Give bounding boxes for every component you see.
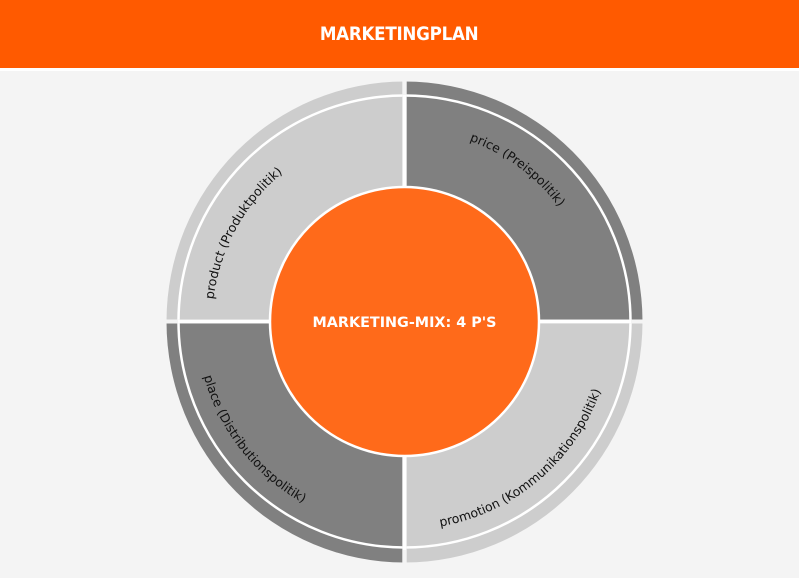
center-circle bbox=[268, 185, 541, 458]
page-header: MARKETINGPLAN bbox=[0, 0, 799, 71]
center-label: MARKETING-MIX: 4 P'S bbox=[313, 315, 497, 331]
page-title: MARKETINGPLAN bbox=[320, 23, 479, 45]
center-hub: MARKETING-MIX: 4 P'S bbox=[268, 185, 541, 458]
